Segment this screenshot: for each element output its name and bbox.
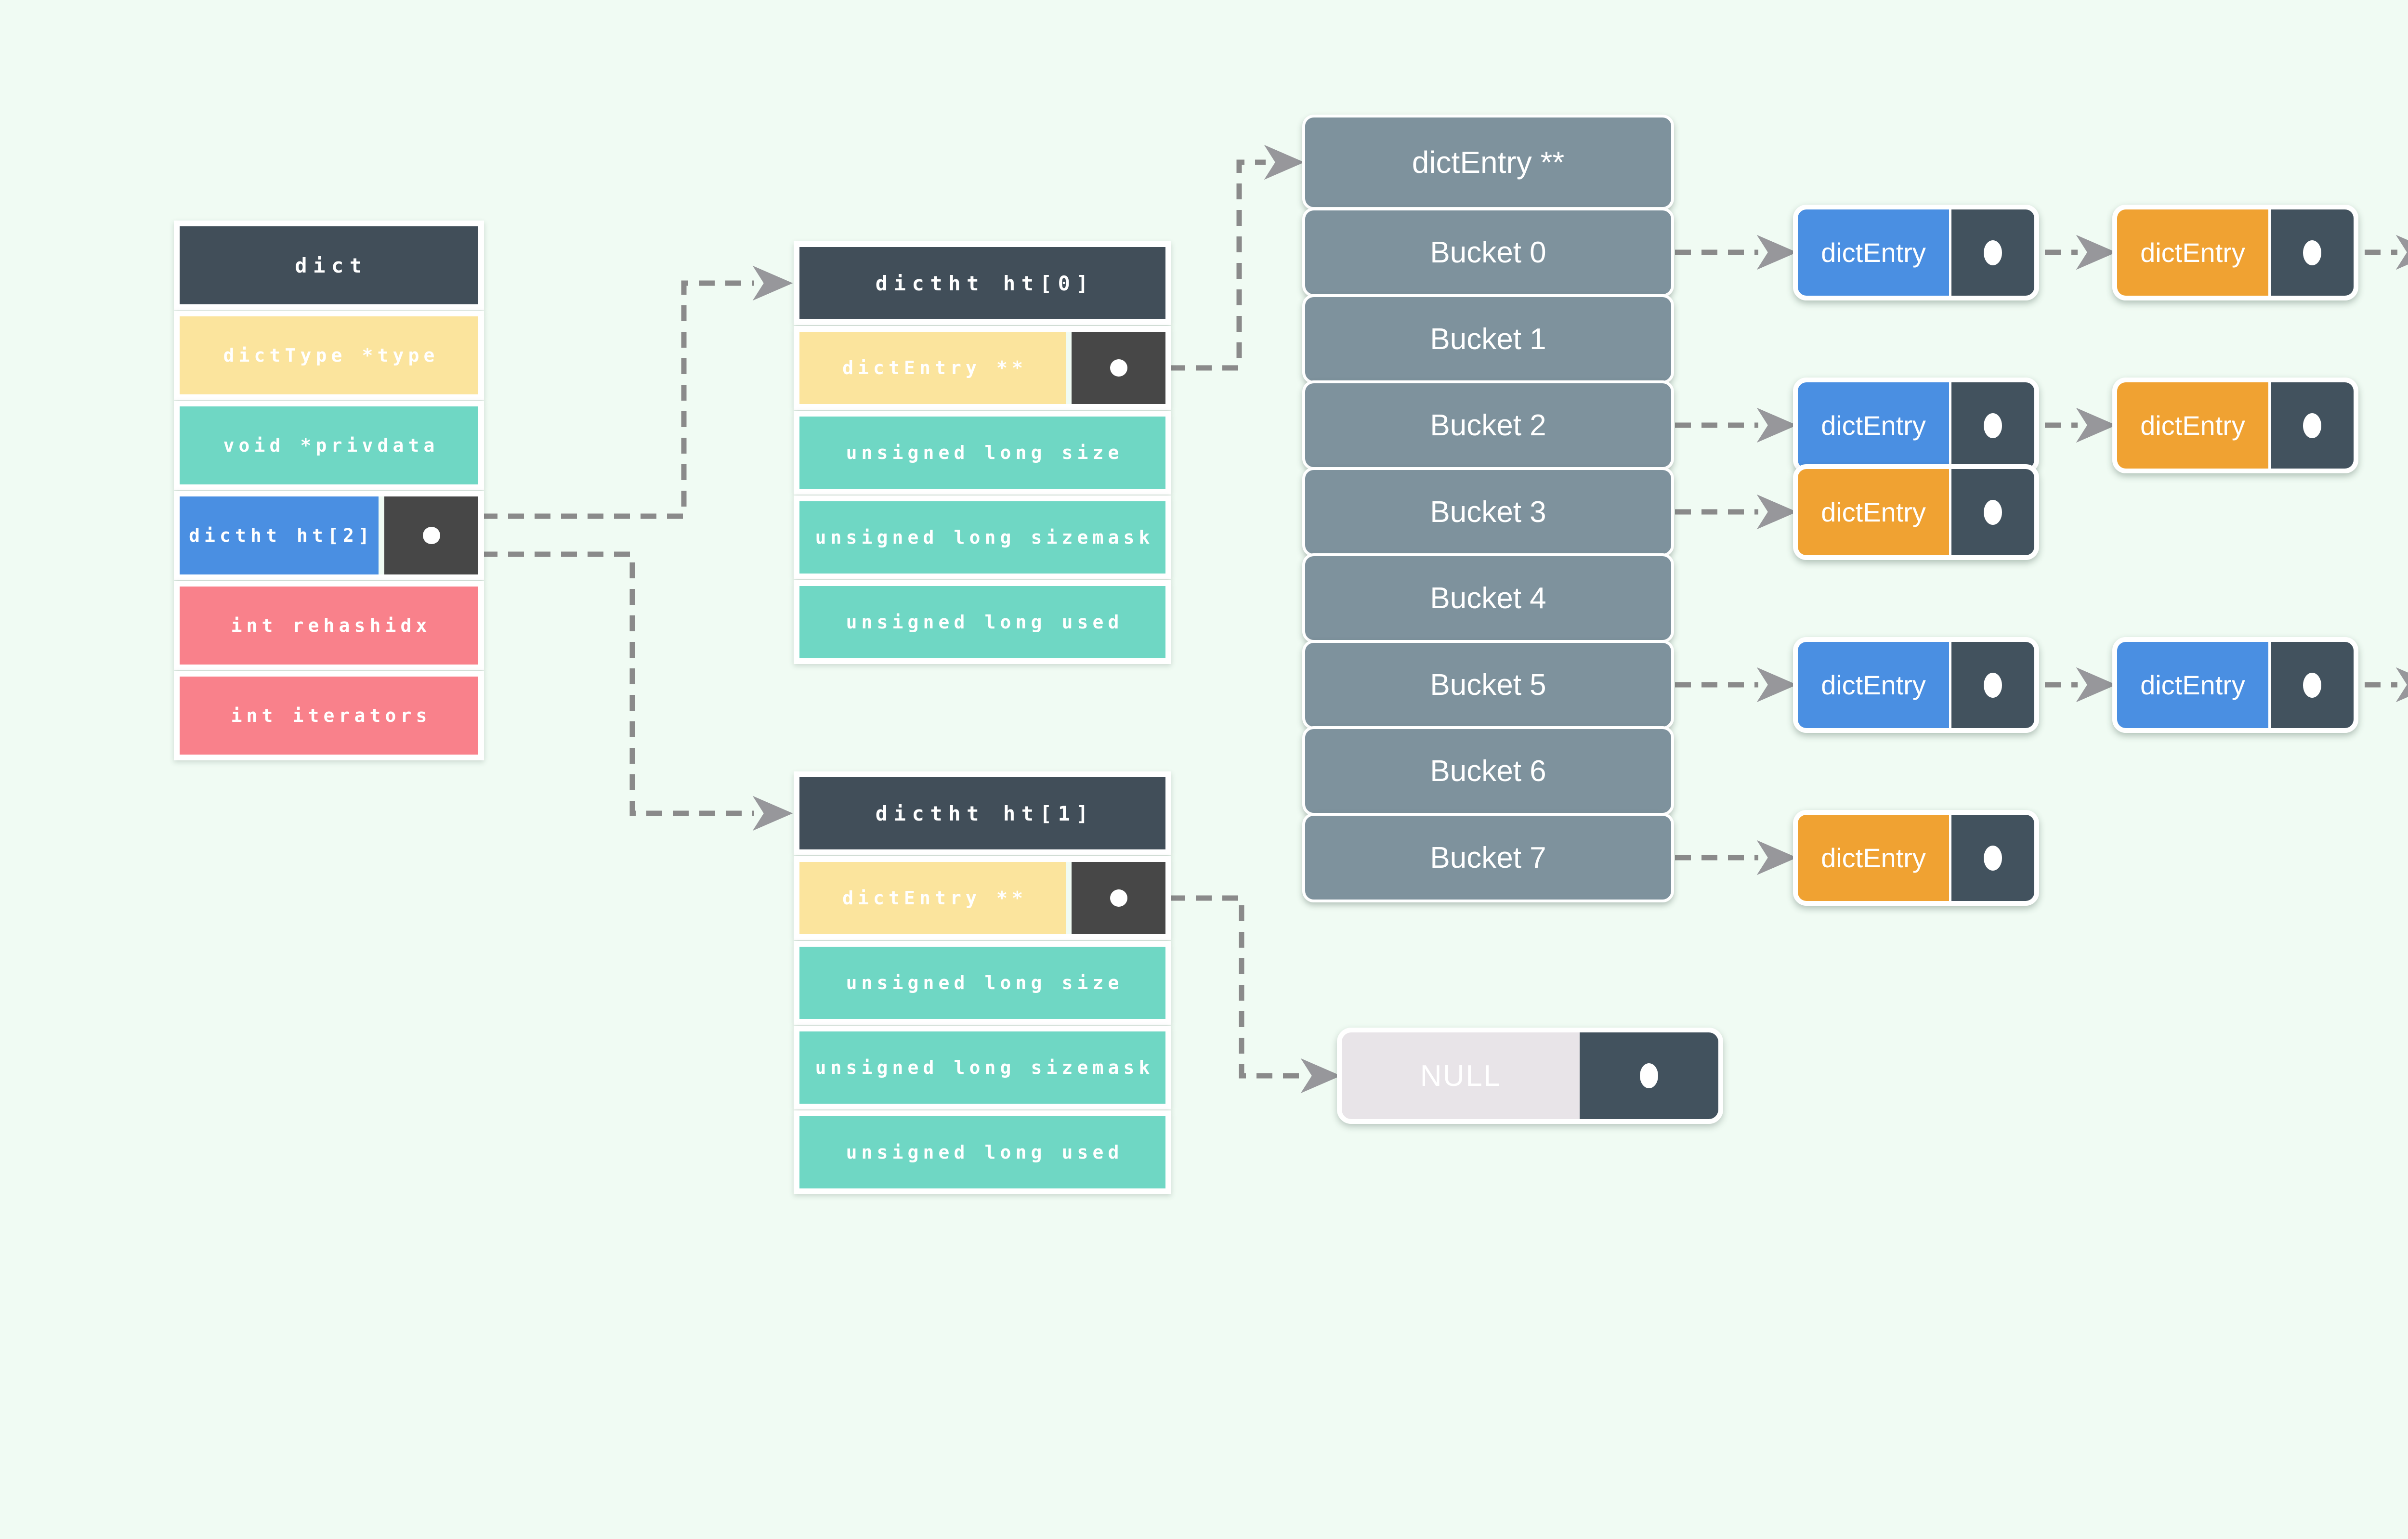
dictentry-node: dictEntry (1793, 205, 2039, 300)
pointer-dot-icon (1984, 240, 2002, 265)
bucket-6: Bucket 6 (1302, 726, 1674, 816)
dict-field-type-label: dictType *type (223, 345, 439, 366)
bucket-3: Bucket 3 (1302, 467, 1674, 557)
pointer-dot-icon (1984, 413, 2002, 438)
null-pointer-cell (1580, 1032, 1718, 1119)
dict-field-iterators: int iterators (174, 671, 484, 760)
bucket-1: Bucket 1 (1302, 294, 1674, 384)
dict-struct-header: dict (174, 221, 484, 310)
bucket-2: Bucket 2 (1302, 380, 1674, 470)
dict-field-rehashidx: int rehashidx (174, 581, 484, 670)
dictentry-node: dictEntry (1793, 810, 2039, 906)
pointer-dot-icon (1984, 499, 2002, 525)
ht0-field-table: dictEntry ** (794, 326, 1171, 410)
dict-field-privdata-label: void *privdata (223, 435, 439, 456)
ht1-size-label: unsigned long size (846, 972, 1124, 993)
dictentry-node: dictEntry (2112, 205, 2358, 300)
ht1-field-size: unsigned long size (794, 941, 1171, 1025)
ht0-size-label: unsigned long size (846, 442, 1124, 463)
bucket-array-header: dictEntry ** (1302, 115, 1674, 210)
null-node: NULL (1337, 1028, 1723, 1124)
ht1-field-sizemask: unsigned long sizemask (794, 1026, 1171, 1109)
dict-field-type: dictType *type (174, 311, 484, 400)
ht1-ptr-label: dictEntry ** (842, 887, 1028, 909)
ht1-sizemask-label: unsigned long sizemask (815, 1057, 1154, 1078)
pointer-dot-icon (1110, 359, 1127, 377)
bucket-array-title: dictEntry ** (1412, 145, 1565, 180)
ht0-struct-header: dictht ht[0] (794, 241, 1171, 325)
dictentry-node: dictEntry (1793, 464, 2039, 560)
dict-field-rehashidx-label: int rehashidx (231, 615, 432, 636)
ht0-field-sizemask: unsigned long sizemask (794, 496, 1171, 579)
bucket-4: Bucket 4 (1302, 553, 1674, 643)
pointer-dot-icon (1984, 845, 2002, 871)
ht1-struct-header: dictht ht[1] (794, 771, 1171, 855)
pointer-dot-icon (2303, 672, 2321, 698)
pointer-dot-icon (1110, 889, 1127, 907)
dict-field-iterators-label: int iterators (231, 705, 432, 726)
ht1-title: dictht ht[1] (875, 801, 1095, 825)
null-label: NULL (1420, 1059, 1502, 1093)
dict-ht-pointer-cell (384, 496, 478, 574)
dictentry-node: dictEntry (2112, 637, 2358, 733)
pointer-dot-icon (2303, 240, 2321, 265)
ht0-sizemask-label: unsigned long sizemask (815, 527, 1154, 548)
ht0-ptr-label: dictEntry ** (842, 357, 1028, 378)
dict-field-privdata: void *privdata (174, 401, 484, 490)
ht0-field-used: unsigned long used (794, 580, 1171, 664)
ht1-field-table: dictEntry ** (794, 856, 1171, 940)
dict-field-ht: dictht ht[2] (174, 491, 484, 580)
ht0-used-label: unsigned long used (846, 612, 1124, 633)
pointer-dot-icon (1984, 672, 2002, 698)
pointer-dot-icon (2303, 413, 2321, 438)
ht1-used-label: unsigned long used (846, 1142, 1124, 1163)
dictentry-node: dictEntry (1793, 637, 2039, 733)
bucket-0: Bucket 0 (1302, 208, 1674, 297)
ht0-pointer-cell (1072, 332, 1165, 404)
bucket-7: Bucket 7 (1302, 813, 1674, 902)
dictentry-node: dictEntry (2112, 378, 2358, 473)
ht1-field-used: unsigned long used (794, 1110, 1171, 1194)
dict-field-ht-label: dictht ht[2] (189, 525, 374, 546)
ht0-field-size: unsigned long size (794, 411, 1171, 495)
ht1-pointer-cell (1072, 862, 1165, 934)
dict-title: dict (295, 253, 368, 277)
dictentry-node: dictEntry (1793, 378, 2039, 473)
ht0-title: dictht ht[0] (875, 271, 1095, 295)
pointer-dot-icon (422, 527, 440, 544)
pointer-dot-icon (1640, 1063, 1658, 1088)
bucket-5: Bucket 5 (1302, 640, 1674, 730)
